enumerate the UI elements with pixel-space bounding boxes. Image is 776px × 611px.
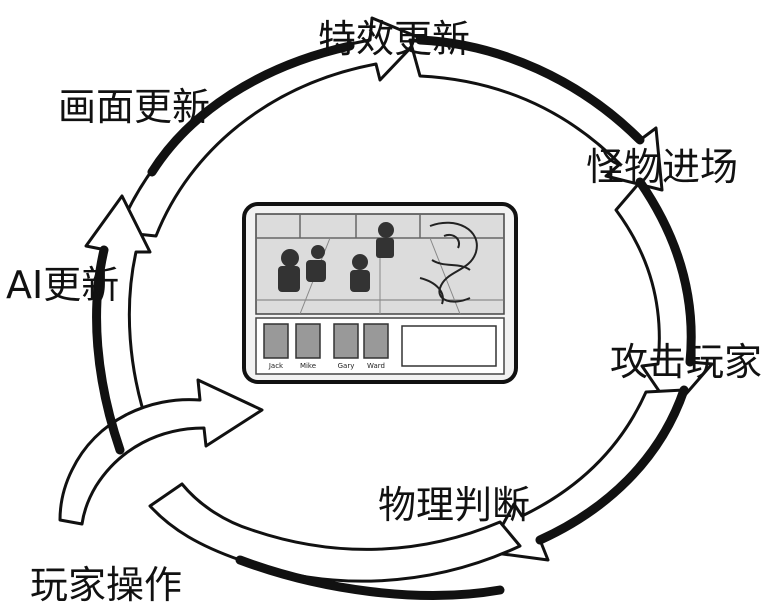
player-input-arrow [58,378,264,526]
center-game-screenshot: Jack Mike Gary Ward [242,202,518,384]
step-label-monster-enter: 怪物进场 [586,145,739,189]
step-label-effects-update: 特效更新 [318,17,471,61]
caption-character-4: Ward [367,362,385,370]
cycle-ring [58,16,714,583]
step-label-player-input: 玩家操作 [30,563,183,607]
caption-character-1: Jack [268,362,284,370]
step-label-ai-update: AI更新 [6,263,120,307]
caption-character-3: Gary [338,362,355,370]
caption-character-2: Mike [300,362,316,370]
arrow-segment-attack-physics [486,388,686,562]
step-label-attack-player: 攻击玩家 [610,340,763,384]
step-label-render-update: 画面更新 [58,85,211,129]
step-label-physics-check: 物理判断 [378,483,531,527]
